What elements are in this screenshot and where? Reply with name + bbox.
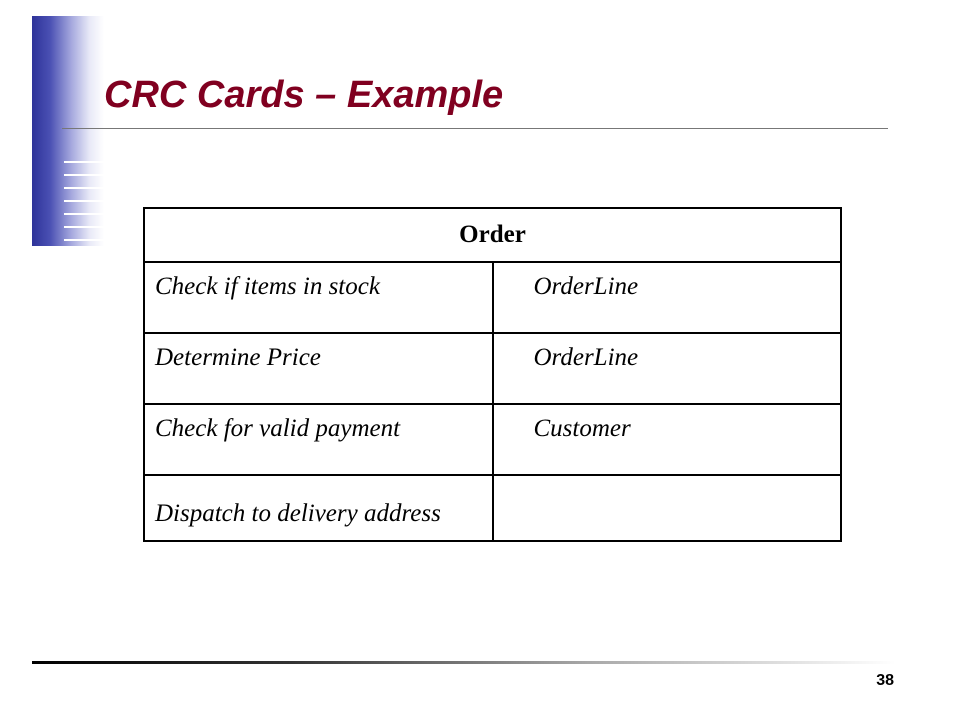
slide-title: CRC Cards – Example: [104, 74, 504, 116]
crc-collaborator: Customer: [491, 403, 842, 476]
crc-responsibility: Check if items in stock: [143, 261, 494, 334]
crc-collaborator: OrderLine: [491, 261, 842, 334]
crc-row: Check for valid payment Customer: [143, 403, 842, 476]
crc-responsibility: Determine Price: [143, 332, 494, 405]
crc-collaborator: [491, 474, 842, 542]
crc-collaborator: OrderLine: [491, 332, 842, 405]
crc-class-name: Order: [143, 207, 842, 263]
crc-responsibility: Dispatch to delivery address: [143, 474, 494, 542]
crc-card-table: Order Check if items in stock OrderLine …: [143, 207, 842, 542]
title-divider: [62, 128, 888, 129]
page-number: 38: [876, 672, 894, 689]
crc-responsibility: Check for valid payment: [143, 403, 494, 476]
crc-card-header-row: Order: [143, 207, 842, 263]
crc-row: Determine Price OrderLine: [143, 332, 842, 405]
crc-row: Dispatch to delivery address: [143, 474, 842, 542]
crc-row: Check if items in stock OrderLine: [143, 261, 842, 334]
side-decoration-lines: [64, 150, 104, 246]
footer-divider: [32, 661, 896, 664]
